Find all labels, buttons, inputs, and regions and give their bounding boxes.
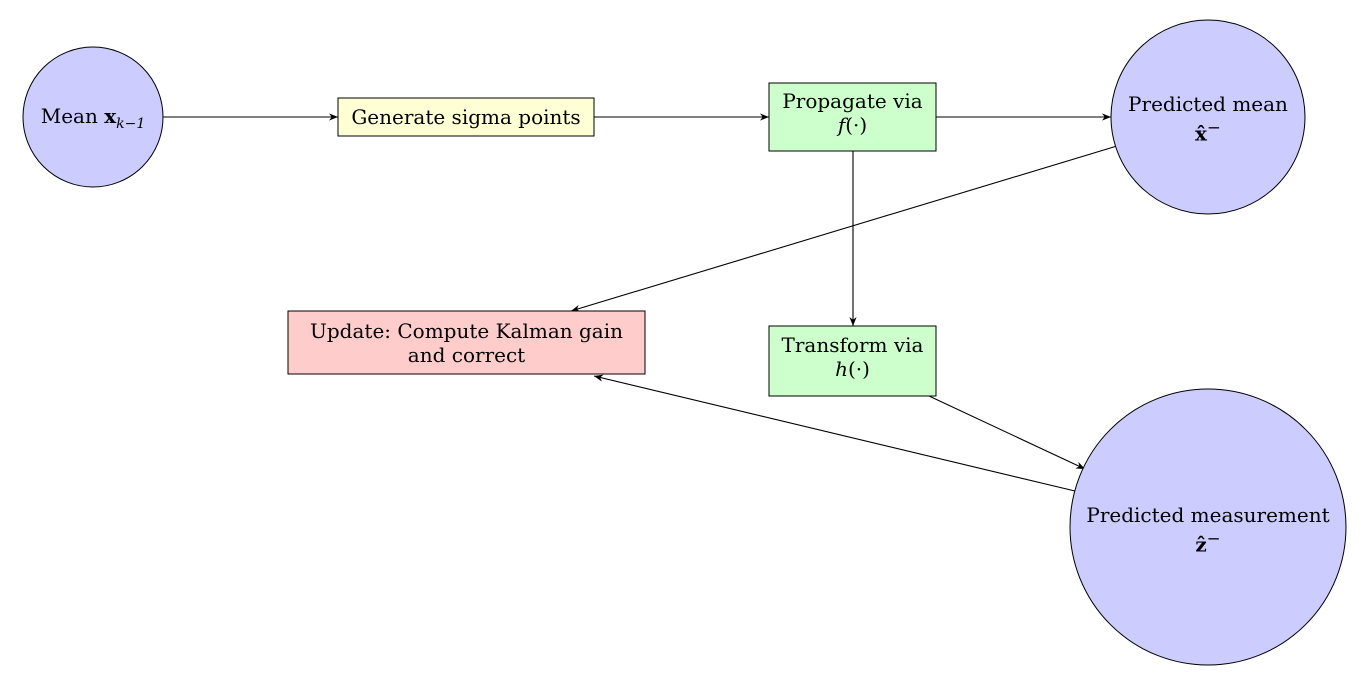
propagate-args: (·) [845,113,868,137]
sigma-points-node [337,97,595,137]
predicted-measurement-line1: Predicted measurement [1086,503,1330,527]
update-label: Update: Compute Kalman gain and correct [288,319,645,367]
update-line2: and correct [407,343,526,367]
predicted-measurement-sup: − [1206,529,1221,548]
edge-transform-to-predicted-measurement [928,395,1086,470]
mean-prev-symbol: x [104,104,117,128]
propagate-node [768,82,937,152]
predicted-mean-node [1110,19,1306,215]
update-line1: Update: Compute Kalman gain [310,319,623,343]
mean-prev-label: Mean xk−1 [23,104,163,136]
edge-predicted-measurement-to-update [593,374,1076,492]
update-node [287,310,646,375]
nodes [22,19,1347,666]
sigma-points-label: Generate sigma points [338,105,594,129]
predicted-mean-sup: − [1206,118,1221,137]
edges [163,113,1118,492]
transform-args: (·) [847,357,870,381]
transform-func: h [835,357,848,381]
propagate-func: f [837,113,846,137]
mean-prev-node [22,46,164,188]
predicted-measurement-node [1069,388,1347,666]
transform-line1: Transform via [781,333,924,357]
predicted-mean-line1: Predicted mean [1128,92,1288,116]
transform-label: Transform via h(·) [769,333,936,381]
mean-prev-subscript: k−1 [116,116,146,132]
predicted-mean-symbol: x̂ [1195,121,1207,146]
sigma-points-text: Generate sigma points [351,105,581,129]
propagate-label: Propagate via f(·) [769,89,936,137]
transform-node [768,325,937,397]
predicted-measurement-symbol: ẑ [1195,532,1207,557]
edge-predicted-mean-to-update [570,145,1118,312]
propagate-line1: Propagate via [782,89,923,113]
predicted-measurement-label: Predicted measurement ẑ− [1070,503,1346,557]
mean-prev-prefix: Mean [40,104,98,128]
predicted-mean-label: Predicted mean x̂− [1111,92,1305,146]
